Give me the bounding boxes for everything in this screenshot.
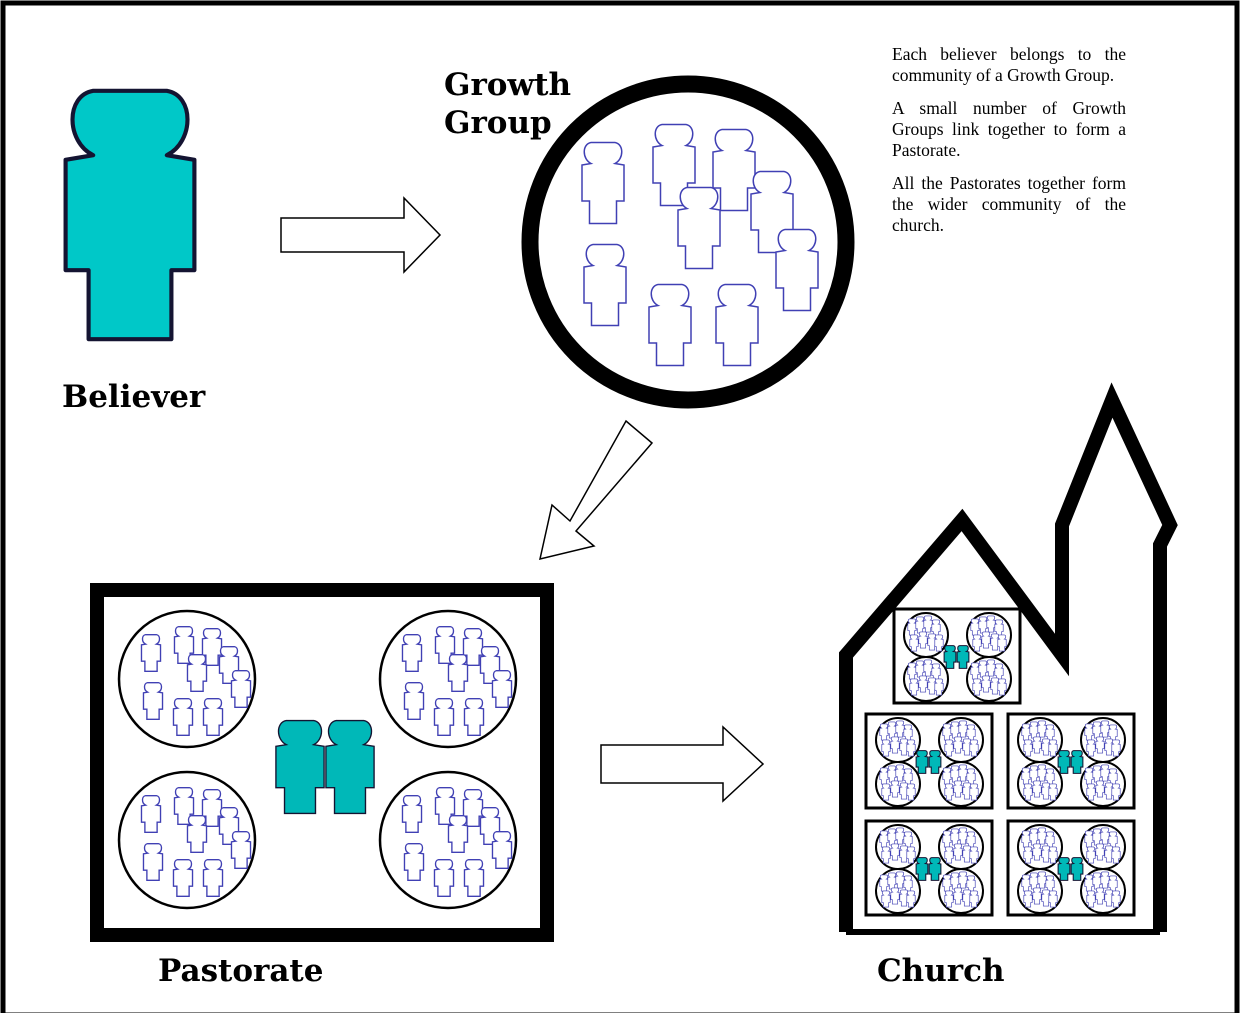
pastorate-label: Pastorate bbox=[158, 953, 324, 989]
pastorate-icon bbox=[90, 583, 554, 942]
growth-group-icon bbox=[521, 75, 855, 409]
growth-group-label-line2: Group bbox=[444, 105, 552, 141]
note-paragraph: Each believer belongs to the community o… bbox=[892, 44, 1126, 85]
growth-group-label-line1: Growth bbox=[444, 67, 572, 103]
note-paragraph: A small number of Growth Groups link tog… bbox=[892, 98, 1126, 160]
believer-icon bbox=[63, 88, 197, 342]
arrow-icon bbox=[280, 196, 442, 274]
explanation-notes: Each believer belongs to the community o… bbox=[892, 44, 1126, 248]
church-label: Church bbox=[877, 953, 1005, 989]
note-paragraph: All the Pastorates together form the wid… bbox=[892, 173, 1126, 235]
believer-label: Believer bbox=[62, 379, 206, 415]
arrow-icon bbox=[600, 725, 765, 803]
arrow-icon bbox=[539, 419, 654, 561]
growth-group-label: Growth Group bbox=[444, 66, 571, 142]
church-building-icon bbox=[839, 382, 1178, 935]
